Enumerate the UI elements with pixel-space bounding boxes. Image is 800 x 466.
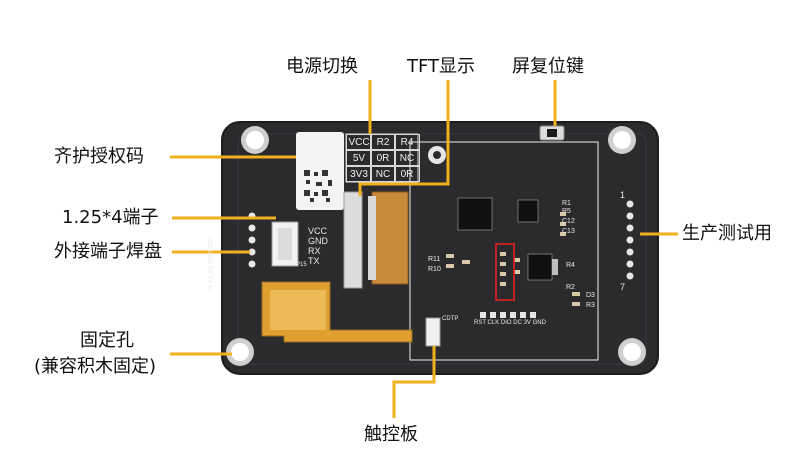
power-table-cell: 0R — [370, 150, 396, 166]
label-production-test: 生产测试用 — [682, 223, 772, 244]
power-table-cell: NC — [394, 150, 420, 166]
silk-bottom-pins: RST CLK DIO DC 3V GND — [474, 320, 546, 326]
logo-icon — [428, 146, 446, 164]
label-license-code: 齐护授权码 — [54, 146, 144, 167]
silk-cdtp: CDTP — [442, 316, 459, 322]
silk-d3: D3 — [586, 292, 595, 299]
power-table-cell: NC — [370, 166, 396, 182]
label-external-pads: 外接端子焊盘 — [54, 241, 162, 262]
label-tft-display: TFT显示 — [407, 56, 476, 77]
power-table-cell: R4 — [394, 134, 420, 150]
mounting-hole — [241, 126, 269, 154]
silk-p15: P15 — [296, 262, 307, 268]
qr-code-icon — [304, 170, 332, 202]
connector-pin-label: VCC — [308, 226, 328, 236]
silk-r3: R3 — [586, 302, 595, 309]
silk-r4: R4 — [566, 262, 575, 269]
license-sticker — [296, 132, 344, 210]
silk-c13: C13 — [562, 228, 575, 235]
silk-r5: R5 — [562, 208, 571, 215]
power-table-cell: R2 — [370, 134, 396, 150]
connector-pin-label: GND — [308, 236, 328, 246]
connector-pin-label: RX — [308, 246, 321, 256]
connector-pin-label: TX — [308, 256, 320, 266]
power-table-cell: VCC — [346, 134, 372, 150]
label-connector-1: 1.25*4端子 — [62, 207, 159, 228]
smd-components — [446, 212, 580, 306]
power-table-cell: 5V — [346, 150, 372, 166]
label-screen-reset-key: 屏复位键 — [512, 56, 584, 77]
production-test-pads — [626, 200, 634, 280]
label-touch-panel: 触控板 — [364, 424, 418, 445]
silk-r1: R1 — [562, 200, 571, 207]
power-table-cell: 0R — [394, 166, 420, 182]
silk-test-pin-1: 1 — [620, 190, 626, 200]
power-table-cell: 3V3 — [346, 166, 372, 182]
small-chip — [517, 199, 539, 223]
mcu-chip — [457, 197, 493, 231]
bottom-pin-pads — [480, 312, 536, 318]
callout-lines — [170, 80, 678, 418]
fpc-connector — [343, 191, 363, 289]
mounting-hole — [608, 126, 636, 154]
regulator-chip — [527, 253, 553, 281]
silk-r10: R10 — [428, 266, 441, 273]
tft-flex-cable — [371, 191, 409, 285]
silk-side-pins: VCC GND RX TX IO — [206, 236, 212, 291]
mounting-hole — [618, 338, 646, 366]
label-fixing-hole-2: (兼容积木固定) — [34, 356, 157, 377]
screen-area-outline — [409, 141, 599, 361]
pcb-inner-outline — [237, 133, 647, 365]
silk-r11: R11 — [428, 256, 441, 263]
silk-test-pin-7: 7 — [620, 282, 626, 292]
silk-r2: R2 — [566, 284, 575, 291]
highlight-box — [495, 243, 515, 301]
mounting-hole — [226, 338, 254, 366]
label-power-switch: 电源切换 — [286, 56, 358, 77]
silk-c12: C12 — [562, 218, 575, 225]
label-fixing-hole-1: 固定孔 — [80, 330, 134, 351]
touch-connector — [425, 317, 441, 347]
